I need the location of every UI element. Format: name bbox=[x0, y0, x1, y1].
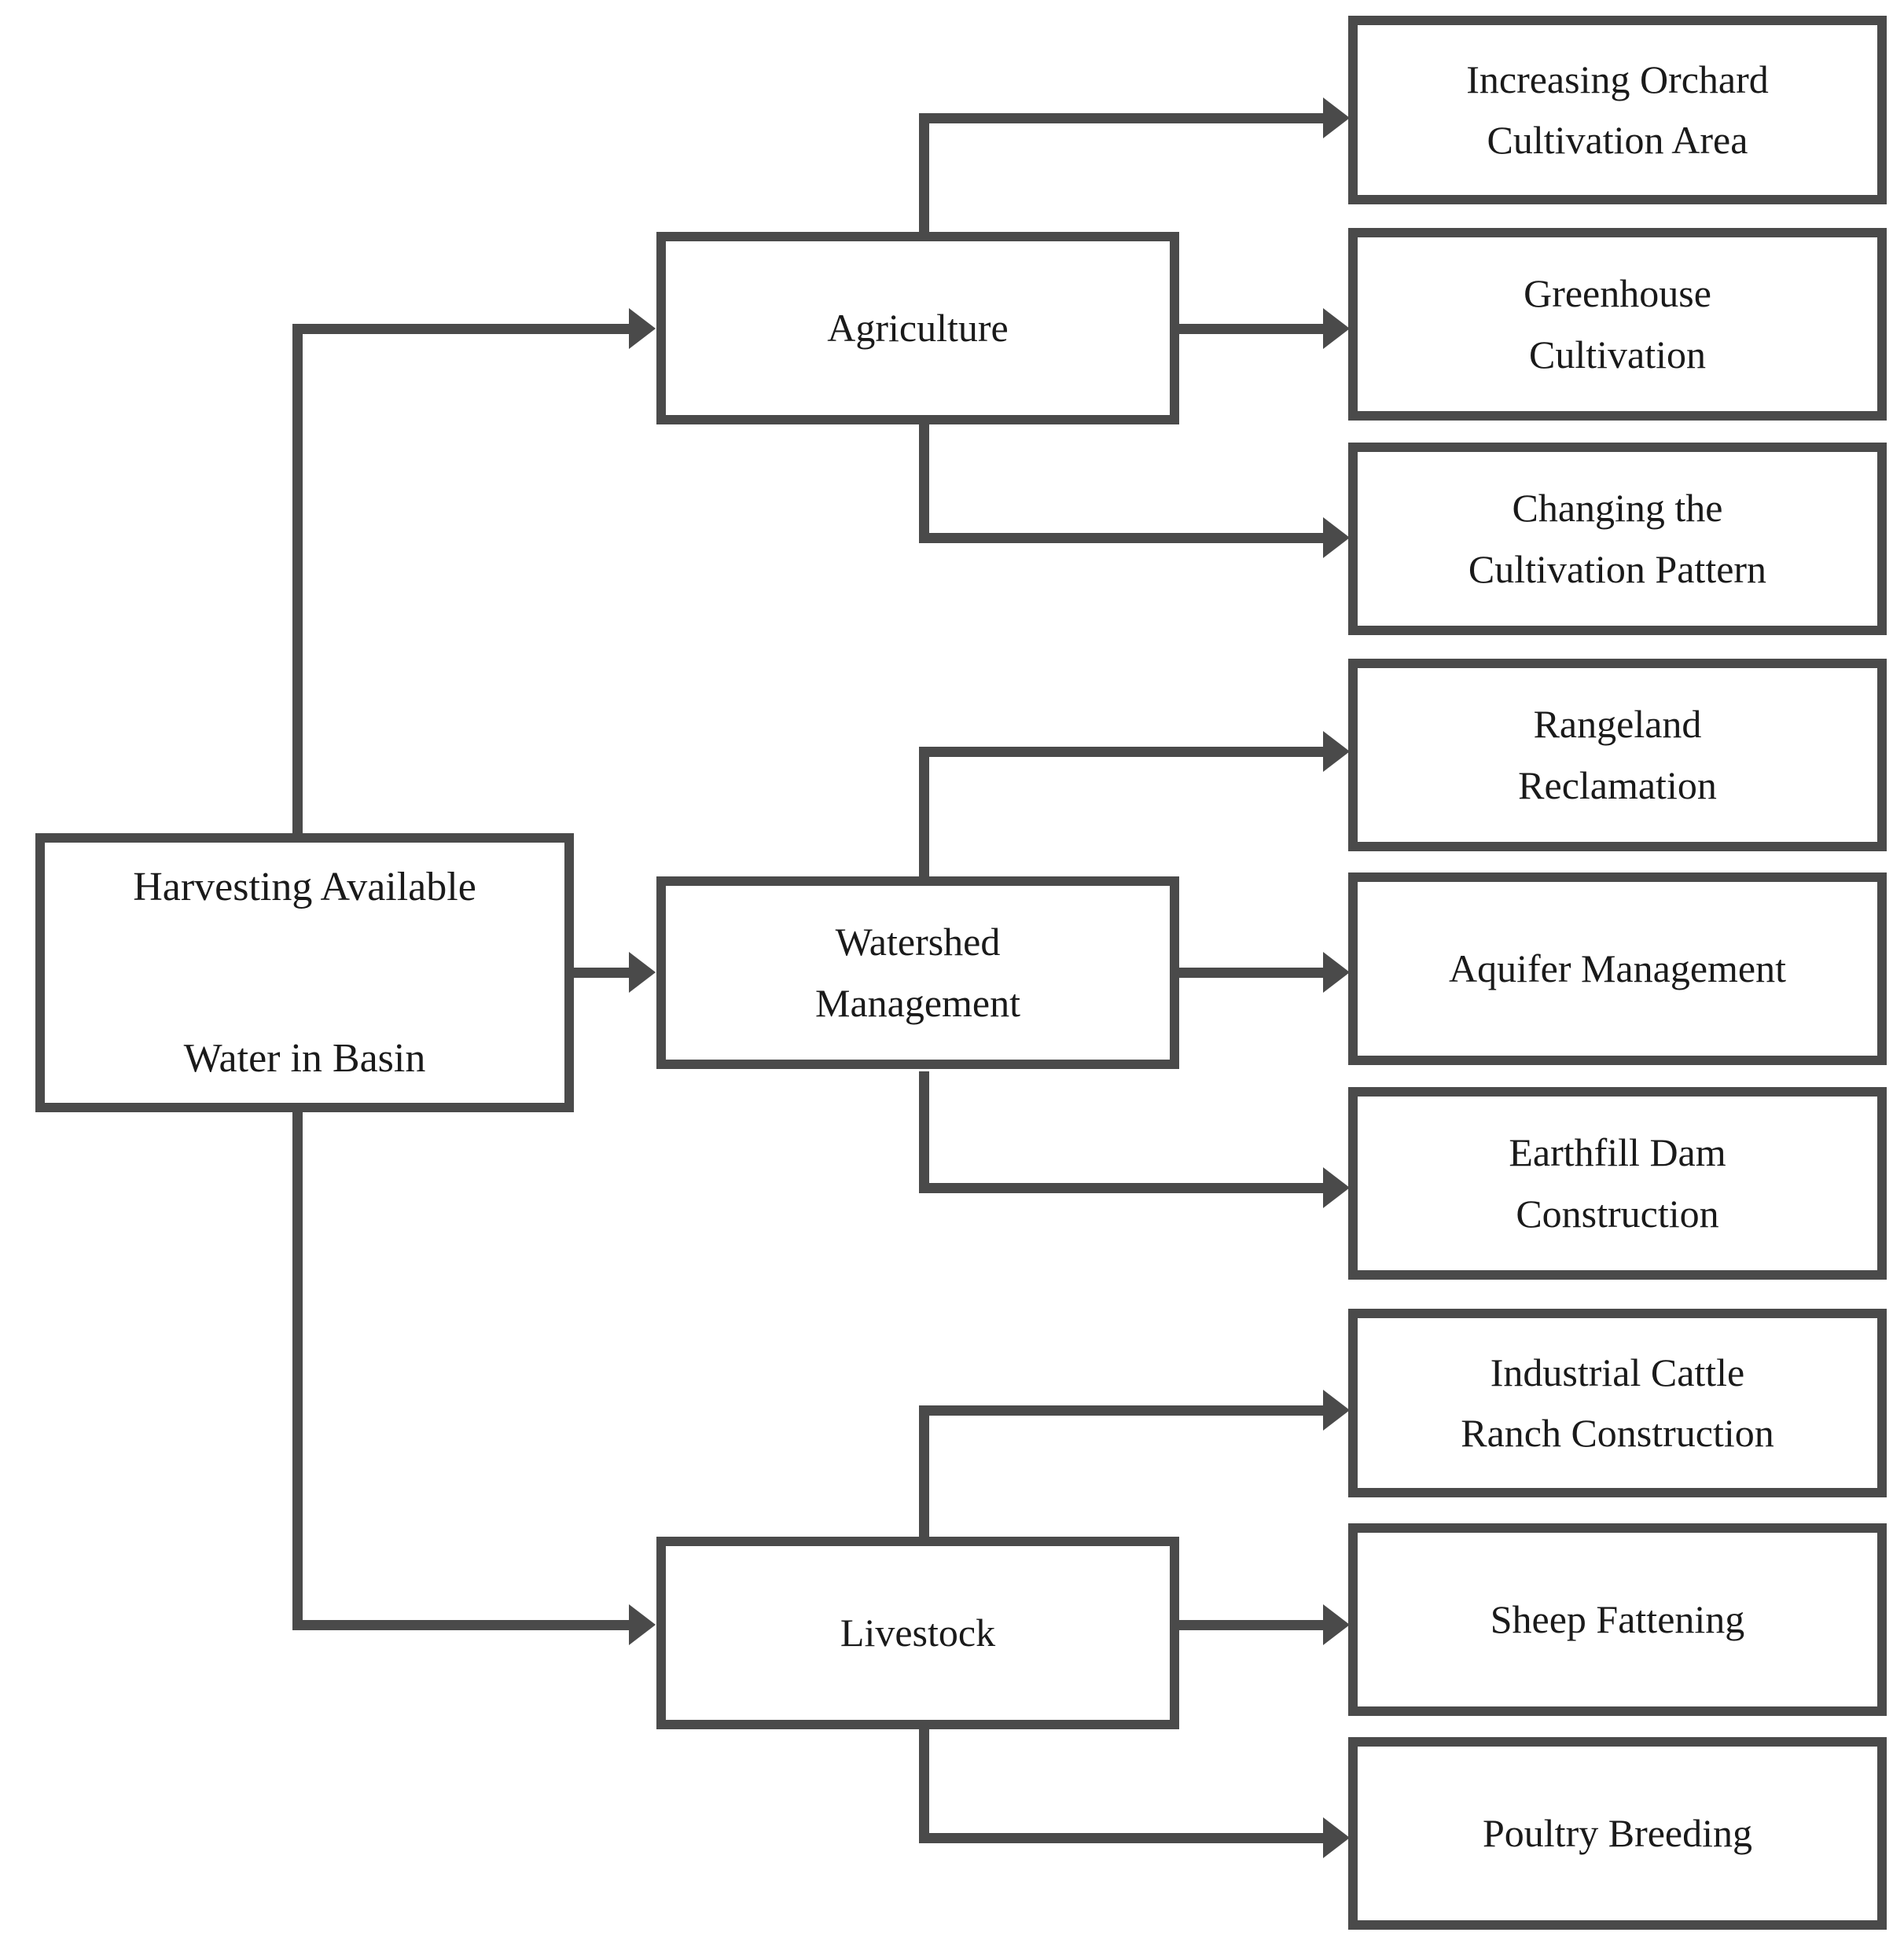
connector-livestock-top-stub bbox=[919, 1405, 929, 1542]
connector-root-top-stub bbox=[292, 802, 303, 839]
node-branch-watershed-management[interactable]: Watershed Management bbox=[656, 876, 1179, 1069]
arrow-watershed-to-earthfill bbox=[1323, 1167, 1350, 1208]
connector-livestock-bottom-stub bbox=[919, 1724, 929, 1843]
node-branch-livestock-label: Livestock bbox=[840, 1610, 996, 1655]
arrow-watershed-to-aquifer bbox=[1323, 952, 1350, 993]
arrow-watershed-to-rangeland bbox=[1323, 731, 1350, 772]
node-leaf-sheep-label: Sheep Fattening bbox=[1490, 1596, 1745, 1641]
connector-livestock-to-cattle bbox=[919, 1405, 1328, 1416]
connector-livestock-to-poultry bbox=[919, 1833, 1328, 1843]
arrow-root-to-watershed bbox=[629, 952, 656, 993]
node-leaf-pattern-label: Changing the Cultivation Pattern bbox=[1468, 486, 1767, 591]
arrow-livestock-to-sheep bbox=[1323, 1604, 1350, 1645]
node-leaf-sheep-fattening[interactable]: Sheep Fattening bbox=[1348, 1523, 1887, 1716]
node-leaf-orchard-label: Increasing Orchard Cultivation Area bbox=[1466, 57, 1769, 163]
connector-agriculture-to-orchard bbox=[919, 113, 1328, 123]
node-leaf-poultry-label: Poultry Breeding bbox=[1482, 1810, 1753, 1855]
connector-watershed-to-earthfill bbox=[919, 1183, 1328, 1193]
node-leaf-changing-cultivation-pattern[interactable]: Changing the Cultivation Pattern bbox=[1348, 443, 1887, 635]
arrow-root-to-agriculture bbox=[629, 308, 656, 349]
node-branch-watershed-label: Watershed Management bbox=[814, 920, 1020, 1025]
connector-root-to-watershed bbox=[569, 968, 632, 978]
connector-agriculture-to-greenhouse bbox=[1174, 324, 1328, 334]
arrow-livestock-to-cattle bbox=[1323, 1390, 1350, 1431]
connector-watershed-to-aquifer bbox=[1174, 968, 1328, 978]
node-leaf-greenhouse-cultivation[interactable]: Greenhouse Cultivation bbox=[1348, 228, 1887, 421]
connector-livestock-to-sheep bbox=[1174, 1620, 1328, 1630]
node-leaf-industrial-cattle-ranch-construction[interactable]: Industrial Cattle Ranch Construction bbox=[1348, 1309, 1887, 1497]
node-leaf-earthfill-label: Earthfill Dam Construction bbox=[1509, 1130, 1726, 1236]
node-leaf-rangeland-label: Rangeland Reclamation bbox=[1518, 702, 1717, 807]
node-leaf-aquifer-management[interactable]: Aquifer Management bbox=[1348, 872, 1887, 1065]
node-leaf-increasing-orchard-cultivation-area[interactable]: Increasing Orchard Cultivation Area bbox=[1348, 16, 1887, 204]
node-root-label: Harvesting Available Water in Basin bbox=[133, 864, 476, 1082]
arrow-agriculture-to-pattern bbox=[1323, 517, 1350, 558]
node-leaf-aquifer-label: Aquifer Management bbox=[1448, 946, 1786, 990]
connector-watershed-bottom-stub bbox=[919, 1071, 929, 1193]
node-leaf-earthfill-dam-construction[interactable]: Earthfill Dam Construction bbox=[1348, 1087, 1887, 1280]
arrow-agriculture-to-greenhouse bbox=[1323, 308, 1350, 349]
node-root-harvesting-water[interactable]: Harvesting Available Water in Basin bbox=[35, 833, 574, 1112]
node-leaf-rangeland-reclamation[interactable]: Rangeland Reclamation bbox=[1348, 659, 1887, 851]
node-leaf-poultry-breeding[interactable]: Poultry Breeding bbox=[1348, 1737, 1887, 1930]
arrow-livestock-to-poultry bbox=[1323, 1817, 1350, 1858]
connector-agriculture-bottom-stub bbox=[919, 419, 929, 543]
connector-watershed-to-rangeland bbox=[919, 747, 1328, 757]
arrow-root-to-livestock bbox=[629, 1604, 656, 1645]
connector-root-bottom-stub bbox=[292, 1104, 303, 1152]
node-branch-livestock[interactable]: Livestock bbox=[656, 1537, 1179, 1729]
connector-root-to-agriculture bbox=[292, 324, 630, 334]
node-branch-agriculture[interactable]: Agriculture bbox=[656, 232, 1179, 424]
arrow-agriculture-to-orchard bbox=[1323, 97, 1350, 138]
connector-watershed-top-stub bbox=[919, 747, 929, 882]
connector-agriculture-top-stub bbox=[919, 113, 929, 237]
node-leaf-cattle-label: Industrial Cattle Ranch Construction bbox=[1461, 1350, 1774, 1456]
node-branch-agriculture-label: Agriculture bbox=[827, 305, 1009, 350]
node-leaf-greenhouse-label: Greenhouse Cultivation bbox=[1524, 271, 1711, 377]
connector-root-to-livestock bbox=[292, 1620, 630, 1630]
connector-agriculture-to-pattern bbox=[919, 533, 1328, 543]
